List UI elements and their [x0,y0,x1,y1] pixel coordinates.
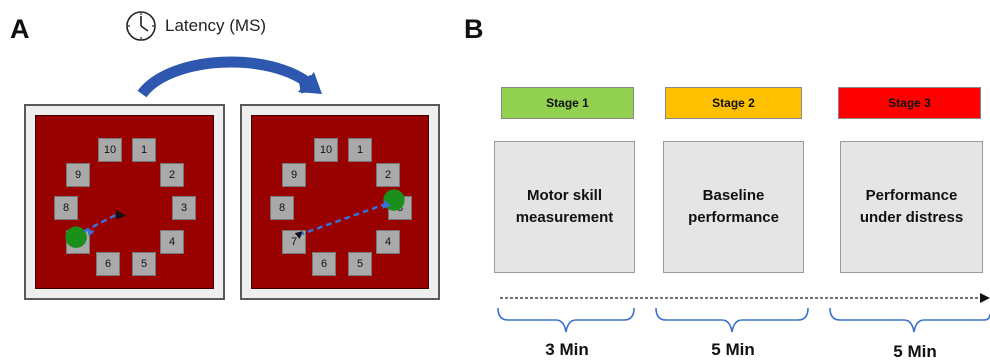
target-square: 2 [376,163,400,187]
target-square: 2 [160,163,184,187]
stage-2-duration: 5 Min [711,340,755,359]
cursor-icon [294,231,303,239]
curved-arrow-icon [137,56,322,98]
target-square: 9 [282,163,306,187]
target-square: 4 [160,230,184,254]
clock-icon [126,11,156,41]
stage-3-box: Performance under distress [840,141,983,273]
target-square: 10 [314,138,338,162]
brace-stage-2 [655,307,809,333]
target-square: 1 [348,138,372,162]
panel-b-letter: B [464,14,484,44]
latency-header: Latency (MS) [125,10,266,42]
stage-3-duration: 5 Min [893,342,937,361]
task-screen-1-display: 10 1 2 3 4 5 6 7 8 9 [35,115,214,289]
target-square: 3 [172,196,196,220]
cursor-target-highlight [383,189,405,211]
task-screen-2-display: 10 1 2 3 4 5 6 7 8 9 [251,115,429,289]
stage-2-description-line1: Baseline [702,187,765,204]
stage-1-box: Motor skill measurement [494,141,635,273]
cursor-target-highlight [65,226,87,248]
task-screen-1: 10 1 2 3 4 5 6 7 8 9 [24,104,225,300]
arrowhead-icon [980,293,990,303]
target-square: 9 [66,163,90,187]
stage-2-description-line2: performance [688,209,779,226]
task-screen-2: 10 1 2 3 4 5 6 7 8 9 [240,104,440,300]
target-square: 5 [348,252,372,276]
stage-1-description-line2: measurement [515,209,614,226]
stage-1-label: Stage 1 [501,87,634,119]
target-square: 1 [132,138,156,162]
cursor-icon [116,209,126,220]
latency-label: Latency (MS) [165,16,267,35]
movement-path-2 [294,189,405,239]
stage-2-box: Baseline performance [663,141,804,273]
target-square: 4 [376,230,400,254]
stage-3-description-line2: under distress [859,209,964,226]
stage-1-duration: 3 Min [545,340,589,359]
stage-1-description-line1: Motor skill [526,187,602,204]
target-square: 5 [132,252,156,276]
duration-braces [497,307,990,333]
target-square: 8 [270,196,294,220]
movement-path-1 [65,209,126,248]
stage-2-label: Stage 2 [665,87,802,119]
stage-3-description-line1: Performance [865,187,958,204]
brace-stage-3 [829,307,990,333]
panel-a-letter: A [10,14,30,44]
timeline-arrow [500,293,990,303]
target-square: 8 [54,196,78,220]
stage-3-label: Stage 3 [838,87,981,119]
brace-stage-1 [497,307,635,333]
target-square: 6 [312,252,336,276]
target-square: 10 [98,138,122,162]
target-square: 6 [96,252,120,276]
